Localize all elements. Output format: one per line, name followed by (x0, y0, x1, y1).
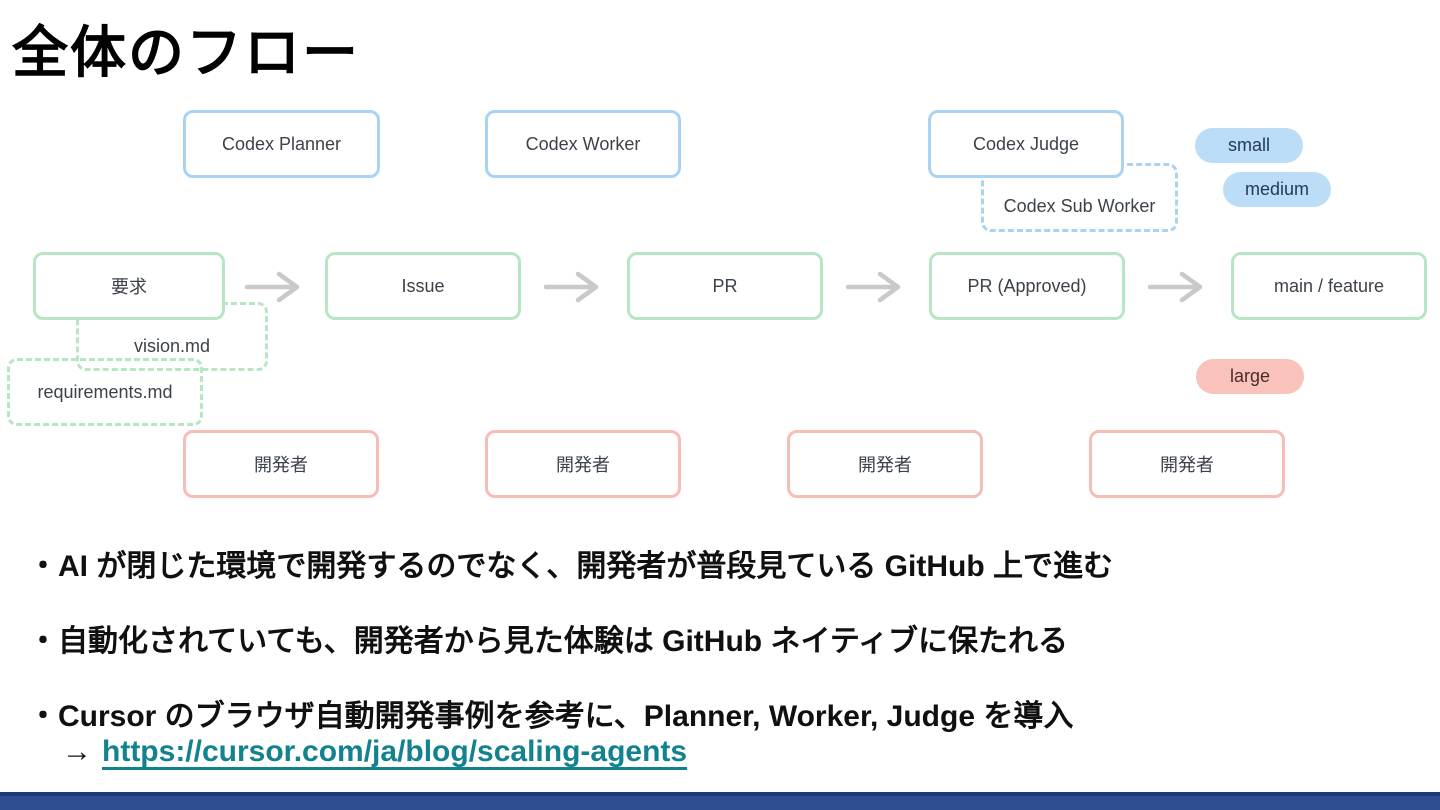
badge-label: large (1229, 366, 1271, 386)
node-flow-pr: PR (627, 252, 823, 320)
artifact-requirements-md: requirements.md (7, 358, 203, 426)
node-codex-worker: Codex Worker (485, 110, 681, 178)
node-label: main / feature (1273, 275, 1385, 296)
flow-arrow-icon (544, 271, 599, 303)
node-flow-yokyu: 要求 (33, 252, 225, 320)
link-line: → https://cursor.com/ja/blog/scaling-agen… (62, 735, 687, 769)
node-label: Codex Sub Worker (1003, 196, 1156, 216)
node-label: PR (712, 275, 738, 296)
page-title: 全体のフロー (12, 21, 360, 84)
node-developer-3: 開発者 (787, 430, 983, 498)
flow-arrow-icon (1148, 271, 1203, 303)
node-label: Issue (401, 275, 445, 296)
badge-large: large (1196, 359, 1304, 394)
badge-label: medium (1244, 179, 1310, 199)
node-label: Codex Planner (221, 133, 342, 154)
node-codex-judge: Codex Judge (928, 110, 1124, 178)
node-label: Codex Judge (972, 133, 1080, 154)
badge-medium: medium (1223, 172, 1331, 207)
node-label: PR (Approved) (967, 275, 1087, 296)
node-label: 開発者 (858, 455, 912, 475)
node-codex-planner: Codex Planner (183, 110, 380, 178)
flow-arrow-icon (245, 271, 300, 303)
node-flow-pr-approved: PR (Approved) (929, 252, 1125, 320)
node-developer-2: 開発者 (485, 430, 681, 498)
node-label: 開発者 (1160, 455, 1214, 475)
artifact-label: vision.md (133, 336, 211, 356)
badge-small: small (1195, 128, 1303, 163)
scaling-agents-link[interactable]: https://cursor.com/ja/blog/scaling-agent… (102, 735, 688, 768)
bullet-line-2: ・自動化されていても、開発者から見た体験は GitHub ネイティブに保たれる (28, 625, 1069, 658)
node-developer-4: 開発者 (1089, 430, 1285, 498)
footer-bar (0, 792, 1440, 810)
node-label: 開発者 (556, 455, 610, 475)
bullet-line-1: ・AI が閉じた環境で開発するのでなく、開発者が普段見ている GitHub 上で… (28, 550, 1113, 583)
node-label: 開発者 (254, 455, 308, 475)
artifact-label: requirements.md (37, 381, 173, 402)
node-developer-1: 開発者 (183, 430, 379, 498)
node-label: 要求 (111, 277, 147, 297)
badge-label: small (1227, 135, 1270, 155)
node-flow-main-feature: main / feature (1231, 252, 1427, 320)
flow-arrow-icon (846, 271, 901, 303)
right-arrow-icon: → (62, 735, 92, 768)
node-label: Codex Worker (525, 133, 641, 154)
bullet-line-3: ・Cursor のブラウザ自動開発事例を参考に、Planner, Worker,… (28, 700, 1074, 733)
node-flow-issue: Issue (325, 252, 521, 320)
